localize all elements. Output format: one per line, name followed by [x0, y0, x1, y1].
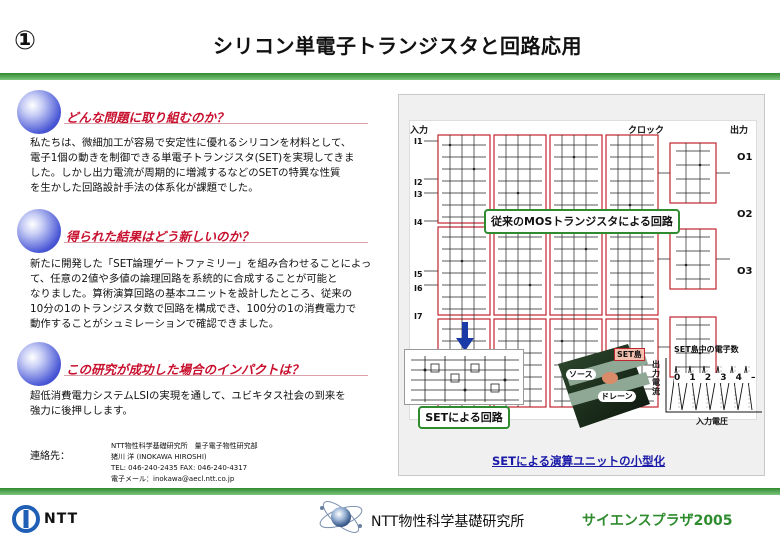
source-label: ソース — [566, 369, 596, 380]
slide-number: ① — [14, 26, 37, 56]
section-1-line: を生かした回路設計手法の体系化が課題でした。 — [30, 182, 259, 194]
section-2-line: なりました。算術演算回路の基本ユニットを設計したところ、従来の — [30, 288, 353, 300]
section-2-line: 動作することがシュミレーションで確認できました。 — [30, 318, 280, 330]
input-label: 入力 — [410, 126, 429, 136]
set-circuit-label: SETによる回路 — [418, 406, 510, 429]
set-circuit-diagram — [404, 349, 524, 405]
graph-tick: 1 — [689, 373, 696, 383]
bullet-orb-icon — [17, 90, 61, 134]
section-2-underline — [64, 242, 368, 243]
contact-line: NTT物性科学基礎研究所 量子電子物性研究部 — [111, 442, 258, 450]
input-pin-label: I7 — [414, 312, 423, 321]
lab-name: NTT物性科学基礎研究所 — [371, 514, 525, 530]
section-1-line: した。しかし出力電流が周期的に増減するなどのSETの特異な性質 — [30, 167, 341, 179]
section-2-body: 新たに開発した「SET論理ゲートファミリー」を組み合わせることによっ て、任意の… — [30, 257, 378, 332]
graph-tick: 4 – — [735, 373, 756, 383]
graph-x-label: 入力電圧 — [696, 417, 728, 426]
page-title: シリコン単電子トランジスタと回路応用 — [213, 34, 582, 58]
down-arrow-icon — [456, 322, 474, 351]
input-pin-label: I4 — [414, 218, 423, 227]
section-2-line: て、任意の2値や多値の論理回路を系統的に合成することが可能と — [30, 273, 338, 285]
input-pin-label: I6 — [414, 284, 423, 293]
output-pin-label: O2 — [737, 209, 753, 220]
section-1-line: 私たちは、微細加工が容易で安定性に優れるシリコンを材料として、 — [30, 137, 352, 149]
section-3-line: 超低消費電力システムLSIの実現を通して、ユビキタス社会の到来を — [30, 390, 346, 402]
graph-y-label: 出力電流 — [652, 360, 660, 396]
section-1-underline — [64, 123, 368, 124]
bullet-orb-icon — [17, 209, 61, 253]
graph-tick: 3 — [720, 373, 727, 383]
input-pin-label: I2 — [414, 178, 423, 187]
set-device-image: SET島 ソース ドレーン — [558, 344, 650, 428]
set-circuit-schematic — [411, 356, 519, 402]
drain-label: ドレーン — [598, 391, 636, 402]
section-2-heading: 得られた結果はどう新しいのか？ — [66, 229, 254, 244]
figure-caption: SETによる演算ユニットの小型化 — [492, 454, 666, 468]
bullet-orb-icon — [17, 342, 61, 386]
event-name: サイエンスプラザ2005 — [582, 513, 733, 529]
section-2-line: 新たに開発した「SET論理ゲートファミリー」を組み合わせることによっ — [30, 258, 372, 270]
section-1-body: 私たちは、微細加工が容易で安定性に優れるシリコンを材料として、 電子1個の動きを… — [30, 136, 378, 196]
ntt-logo-icon — [12, 505, 40, 533]
set-island-label: SET島 — [614, 348, 645, 361]
output-label: 出力 — [730, 126, 749, 136]
contact-details: NTT物性科学基礎研究所 量子電子物性研究部 猪川 洋 (INOKAWA HIR… — [111, 441, 258, 485]
output-pin-label: O1 — [737, 152, 753, 163]
graph-plot — [665, 358, 762, 413]
section-3-underline — [64, 375, 368, 376]
section-3-line: 強力に後押しします。 — [30, 405, 133, 417]
section-1-heading: どんな問題に取り組むのか？ — [66, 110, 229, 125]
section-2-line: 10分の1のトランジスタ数で回路を構成でき、100分の1の消費電力で — [30, 303, 357, 315]
section-3-heading: この研究が成功した場合のインパクトは？ — [66, 362, 304, 377]
contact-label: 連絡先： — [30, 451, 70, 462]
graph-title: SET島中の電子数 — [674, 345, 739, 354]
graph-tick: 0 — [674, 373, 681, 383]
output-pin-label: O3 — [737, 266, 753, 277]
mos-circuit-label: 従来のMOSトランジスタによる回路 — [484, 209, 680, 234]
current-voltage-graph: SET島中の電子数 出力電流 0 1 2 3 4 – 入力電圧 — [652, 344, 764, 426]
graph-ticks: 0 1 2 3 4 – — [674, 373, 756, 383]
footer-divider — [0, 488, 780, 495]
input-pin-label: I5 — [414, 270, 423, 279]
contact-line: TEL: 046-240-2435 FAX: 046-240-4317 — [111, 464, 248, 472]
ntt-wordmark: NTT — [44, 511, 79, 527]
section-1-line: 電子1個の動きを制御できる単電子トランジスタ(SET)を実現してきま — [30, 152, 355, 164]
contact-line: 猪川 洋 (INOKAWA HIROSHI) — [111, 453, 207, 461]
section-3-body: 超低消費電力システムLSIの実現を通して、ユビキタス社会の到来を 強力に後押しし… — [30, 389, 378, 419]
input-pin-label: I3 — [414, 190, 423, 199]
clock-label: クロック — [628, 126, 665, 136]
contact-line: 電子メール：inokawa@aecl.ntt.co.jp — [111, 475, 235, 483]
atom-logo-icon — [319, 501, 363, 533]
input-pin-label: I1 — [414, 137, 423, 146]
graph-tick: 2 — [704, 373, 712, 383]
header-divider — [0, 73, 780, 80]
